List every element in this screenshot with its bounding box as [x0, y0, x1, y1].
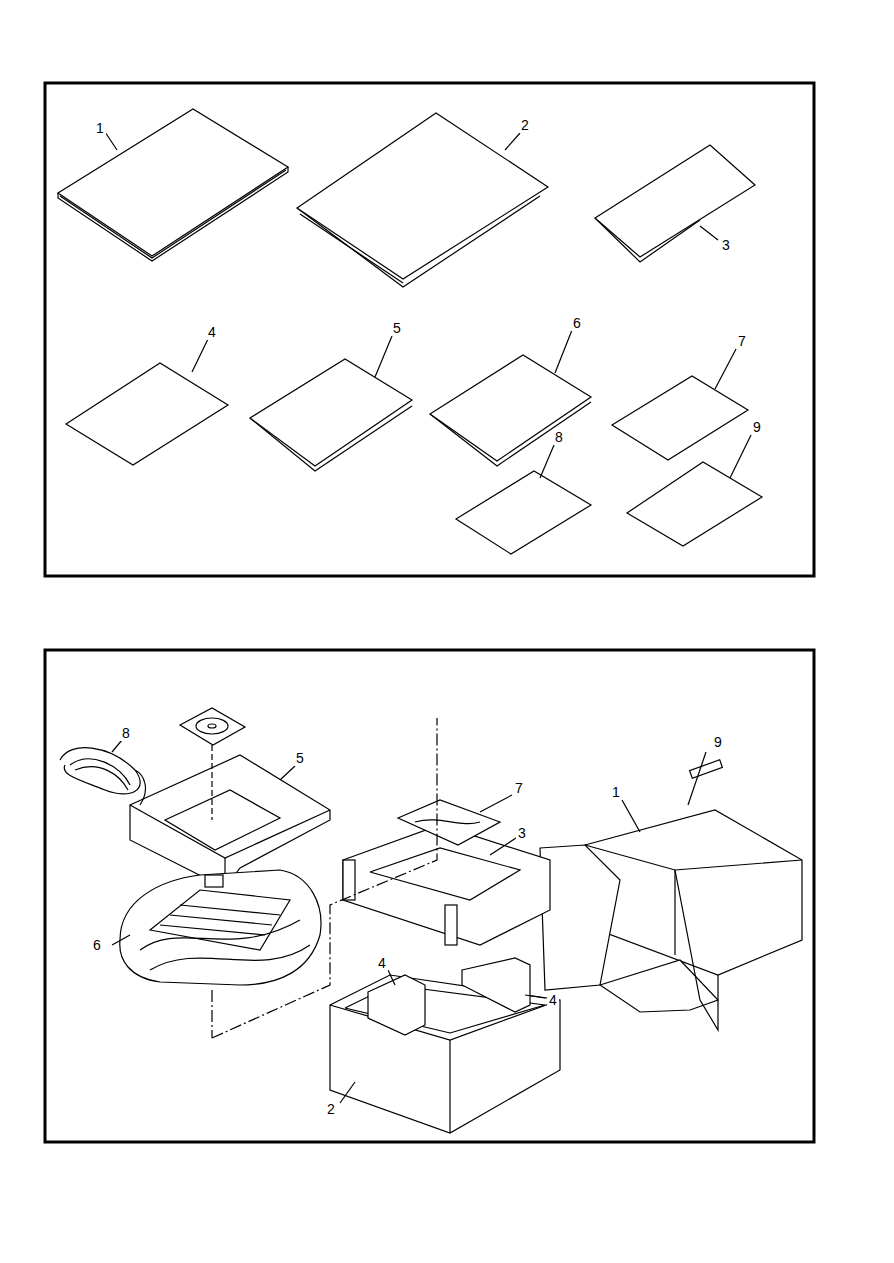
callout-number: 5 — [294, 750, 306, 766]
callout-number: 2 — [325, 1101, 337, 1117]
callout-number: 1 — [94, 120, 106, 136]
callout-number: 3 — [720, 237, 732, 253]
callout-number: 8 — [553, 429, 565, 445]
callout-number: 7 — [736, 333, 748, 349]
callout-number: 4 — [206, 324, 218, 340]
callout-number: 4 — [376, 955, 388, 971]
callout-number: 1 — [610, 784, 622, 800]
callout-number: 4 — [547, 992, 559, 1008]
callout-number: 7 — [513, 780, 525, 796]
callout-number: 2 — [519, 117, 531, 133]
callout-number: 6 — [571, 315, 583, 331]
callout-number: 6 — [91, 937, 103, 953]
callout-number: 9 — [751, 419, 763, 435]
callout-number: 5 — [391, 320, 403, 336]
callout-number: 3 — [516, 825, 528, 841]
callout-number: 8 — [120, 725, 132, 741]
callout-number: 9 — [712, 734, 724, 750]
